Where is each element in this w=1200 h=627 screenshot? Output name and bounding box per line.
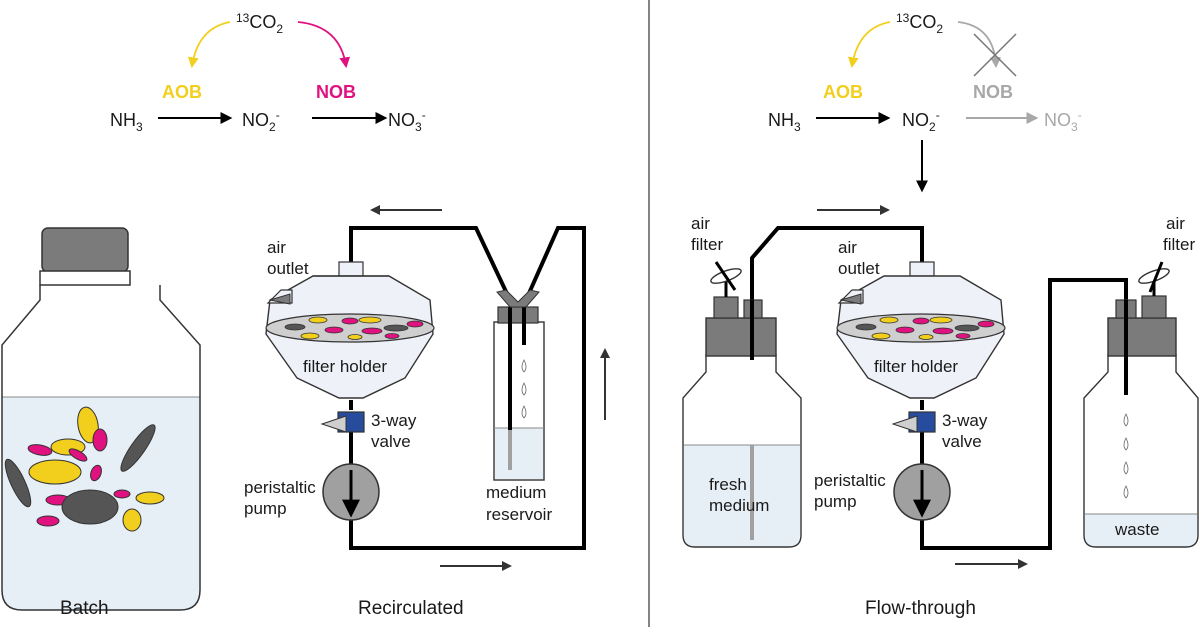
caption-batch: Batch [60,598,109,619]
air-filter-left-label-1: air [691,214,710,233]
no2-label: NO2- [242,108,280,134]
caption-flow-through: Flow-through [865,598,976,619]
waste-label: waste [1114,520,1159,539]
filter-holder-ft [836,261,1006,399]
valve-ft-label-2: valve [942,432,982,451]
tubing-inlet [750,226,924,300]
fresh-medium-bottle [682,261,802,548]
cell-nob [90,464,102,482]
co2-to-aob-arrow [188,21,231,69]
reservoir-label-1: medium [486,483,546,502]
tubing-return [349,226,512,301]
cell-other [120,424,156,472]
batch-bottle [1,285,201,611]
valve-label-1: 3-way [371,411,417,430]
reservoir-label-2: reservoir [486,505,552,524]
pump-label-1: peristaltic [244,478,316,497]
nh3-label: NH3 [110,110,143,134]
air-filter-right-label-1: air [1166,214,1185,233]
co2-label-ft: 13CO2 [896,11,943,36]
cell-nob [68,448,88,462]
valve-label-2: valve [371,432,411,451]
cell-nob [92,428,108,452]
co2-to-nob-arrow [297,21,351,69]
valve-ft-label-1: 3-way [942,411,988,430]
cell-aob [122,508,142,532]
fresh-label-2: medium [709,496,769,515]
flow-through-panel: 13CO2 AOB NOB NH3 NO2- NO3- [682,11,1199,619]
air-filter-left-label-2: filter [691,235,723,254]
recirculated-panel: 13CO2 AOB NOB NH3 NO2- NO3- [110,11,610,619]
filter-holder-label: filter holder [303,357,387,376]
no2-label-ft: NO2- [902,108,940,134]
aob-label-ft: AOB [823,82,863,102]
nob-label-ft: NOB [973,82,1013,102]
air-outlet-label-1: air [267,238,286,257]
no3-label-ft: NO3- [1044,108,1082,134]
nob-label: NOB [316,82,356,102]
bottle-neck [39,270,131,286]
nh3-label-ft: NH3 [768,110,801,134]
batch-panel: Batch [1,227,201,619]
co2-to-nob-arrow-ft [957,21,1001,69]
tubing-outlet [920,278,1128,550]
cell-nob [27,444,53,456]
cell-other [4,458,32,508]
cell-nob [113,489,131,499]
caption-recirculated: Recirculated [358,598,464,619]
pump-ft-label-1: peristaltic [814,471,886,490]
air-outlet-label-2: outlet [267,259,309,278]
cell-other [61,489,119,525]
valve-handle [320,415,347,433]
no3-label: NO3- [388,108,426,134]
aob-label: AOB [162,82,202,102]
bottle-cap [41,227,129,273]
tubing-supply [349,226,586,550]
air-outlet-ft-label-2: outlet [838,259,880,278]
pump-label-2: pump [244,499,287,518]
valve-handle-ft [891,415,918,433]
fresh-label-1: fresh [709,475,747,494]
cell-aob [77,406,99,444]
co2-label: 13CO2 [236,11,283,36]
blocked-cross-b [973,33,1017,77]
filter-holder-ft-label: filter holder [874,357,958,376]
co2-to-aob-arrow-ft [848,21,891,69]
air-outlet-ft-label-1: air [838,238,857,257]
pump-ft-label-2: pump [814,492,857,511]
filter-holder [265,261,435,399]
cell-aob [28,459,82,485]
air-filter-right-label-2: filter [1163,235,1195,254]
cell-aob [135,491,165,505]
medium-reservoir [493,289,545,481]
waste-bottle [1083,261,1199,548]
cell-nob [36,515,60,527]
